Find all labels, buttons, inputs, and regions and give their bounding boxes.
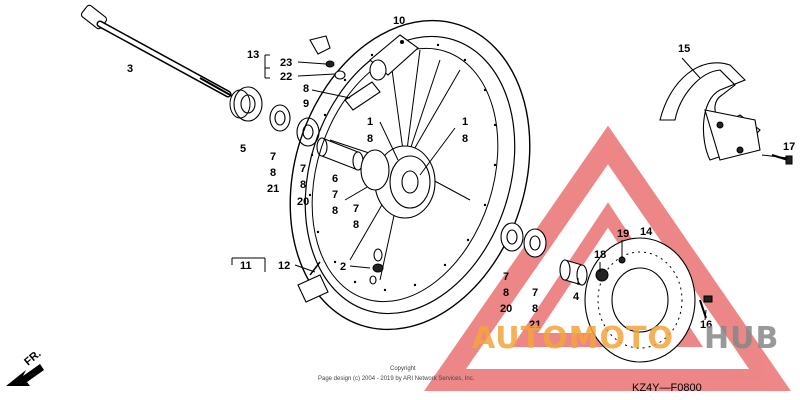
brake-disc	[584, 237, 696, 363]
label-16: 16	[700, 319, 712, 331]
axle	[80, 4, 233, 98]
part-labels: 3 13 23 22 10 8 9 1 8 1 8 5 7 8 21 7 8 2…	[127, 15, 795, 331]
wheel-hub	[360, 145, 436, 219]
copyright-line-2: Page design (c) 2004 - 2019 by ARI Netwo…	[318, 376, 475, 382]
copyright-line-1: Copyright	[390, 366, 416, 372]
label-7-e: 7	[503, 271, 509, 283]
label-21-b: 21	[529, 319, 541, 331]
label-7-f: 7	[532, 287, 538, 299]
label-8-d: 8	[270, 167, 276, 179]
label-4: 4	[573, 291, 580, 303]
label-11: 11	[240, 260, 252, 272]
watermark-part-1: AUTOMOTO	[472, 321, 674, 356]
label-1-b: 1	[462, 116, 468, 128]
label-7-a: 7	[270, 151, 276, 163]
label-8-i: 8	[532, 303, 538, 315]
label-20-b: 20	[500, 303, 512, 315]
dust-seal-left	[229, 86, 263, 122]
label-8-a: 8	[303, 83, 309, 95]
label-12: 12	[278, 260, 290, 272]
valve-tube-assembly	[344, 34, 419, 111]
label-8-c: 8	[462, 133, 468, 145]
label-14: 14	[640, 226, 653, 238]
label-23: 23	[280, 57, 292, 69]
label-7-d: 7	[353, 203, 359, 215]
tire-valve	[297, 248, 384, 303]
watermark-text: AUTOMOTO HUB	[472, 321, 779, 356]
label-9: 9	[303, 98, 309, 110]
bearing-left-outer	[269, 104, 291, 132]
label-18: 18	[594, 249, 606, 261]
front-direction-marker: FR.	[6, 348, 44, 386]
distance-collar	[316, 137, 364, 171]
label-8-e: 8	[300, 179, 306, 191]
label-3: 3	[127, 63, 133, 75]
label-6: 6	[332, 173, 338, 185]
label-13: 13	[247, 49, 259, 61]
label-7-b: 7	[300, 163, 306, 175]
bearing-right-outer	[500, 222, 524, 252]
label-15: 15	[678, 43, 690, 55]
bearing-right-inner	[523, 228, 547, 258]
label-20-a: 20	[297, 196, 309, 208]
label-8-b: 8	[367, 133, 373, 145]
label-7-c: 7	[332, 189, 338, 201]
diagram-code: KZ4Y—F0800	[632, 382, 702, 394]
label-1-a: 1	[367, 116, 373, 128]
label-5: 5	[240, 143, 246, 155]
label-2: 2	[340, 261, 346, 273]
label-10: 10	[393, 15, 405, 27]
disc-cover	[659, 62, 761, 161]
label-8-g: 8	[353, 219, 359, 231]
label-8-h: 8	[503, 287, 509, 299]
label-21-a: 21	[267, 183, 279, 195]
rim-lock-parts	[309, 35, 346, 80]
label-22: 22	[280, 71, 292, 83]
leader-lines	[231, 54, 789, 321]
label-19: 19	[617, 228, 629, 240]
wheel-rim	[289, 19, 531, 331]
label-8-f: 8	[332, 205, 338, 217]
bearing-left-inner	[296, 117, 320, 147]
watermark-part-2: HUB	[704, 321, 779, 356]
label-17: 17	[783, 141, 795, 153]
